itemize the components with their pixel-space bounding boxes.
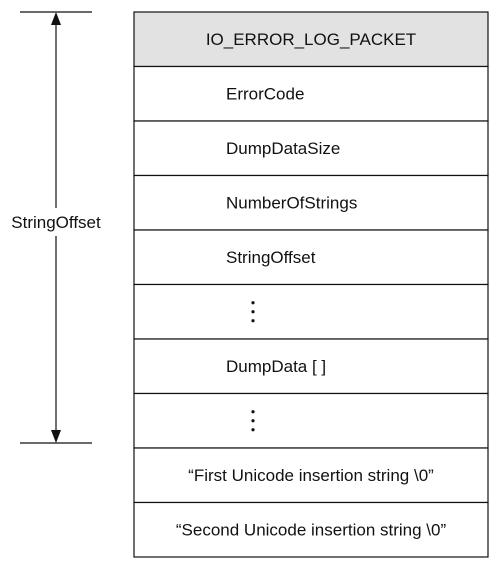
offset-label: StringOffset	[11, 213, 101, 232]
ellipsis-dot	[251, 410, 255, 414]
down-arrow-icon	[51, 430, 61, 443]
structure-row: DumpData [ ]	[133, 338, 489, 395]
row-box	[133, 174, 489, 231]
struct-title: IO_ERROR_LOG_PACKET	[206, 30, 416, 49]
ellipsis-dot	[251, 419, 255, 423]
structure-row: ErrorCode	[133, 65, 489, 122]
row-box	[133, 229, 489, 286]
ellipsis-dot	[251, 310, 255, 314]
structure-row: “Second Unicode insertion string \0”	[133, 501, 489, 558]
field-label: NumberOfStrings	[226, 193, 357, 212]
packet-structure: IO_ERROR_LOG_PACKET ErrorCodeDumpDataSize…	[133, 11, 489, 558]
vertical-ellipsis-icon	[251, 301, 255, 323]
string-offset-marker: StringOffset	[11, 11, 101, 444]
ellipsis-dot	[251, 428, 255, 432]
up-arrow-icon	[51, 12, 61, 25]
structure-row	[133, 283, 489, 340]
insertion-string-label: “First Unicode insertion string \0”	[188, 466, 434, 485]
structure-row: DumpDataSize	[133, 120, 489, 177]
row-box	[133, 501, 489, 558]
row-box	[133, 447, 489, 504]
vertical-ellipsis-icon	[251, 410, 255, 432]
structure-row: StringOffset	[133, 229, 489, 286]
field-label: StringOffset	[226, 248, 316, 267]
field-label: DumpData [ ]	[226, 357, 326, 376]
structure-row: IO_ERROR_LOG_PACKET	[133, 11, 489, 68]
structure-row: NumberOfStrings	[133, 174, 489, 231]
row-box	[133, 283, 489, 340]
field-label: DumpDataSize	[226, 139, 340, 158]
structure-row: “First Unicode insertion string \0”	[133, 447, 489, 504]
field-label: ErrorCode	[226, 84, 304, 103]
row-box	[133, 65, 489, 122]
header-row-box	[133, 11, 489, 68]
ellipsis-dot	[251, 301, 255, 305]
row-box	[133, 392, 489, 449]
insertion-string-label: “Second Unicode insertion string \0”	[176, 520, 447, 539]
ellipsis-dot	[251, 319, 255, 323]
structure-row	[133, 392, 489, 449]
